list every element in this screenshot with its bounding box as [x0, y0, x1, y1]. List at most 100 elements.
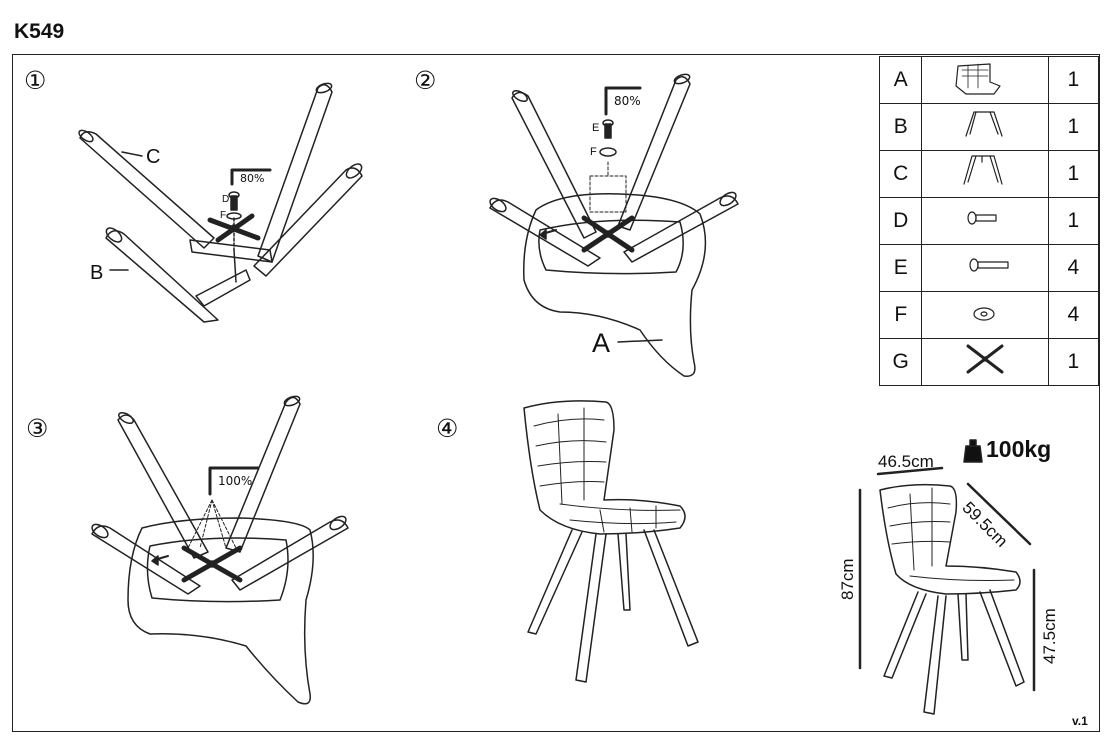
backrest-stitching	[887, 502, 951, 545]
label-e: E	[592, 122, 600, 134]
part-letter: A	[878, 56, 923, 104]
model-title: K549	[14, 20, 65, 43]
label-b: B	[90, 262, 104, 284]
dimension-chair-illustration	[858, 439, 1036, 715]
dimension-height: 87cm	[838, 558, 857, 600]
part-quantity: 1	[1047, 338, 1100, 386]
dimension-seat-height: 47.5cm	[1040, 608, 1059, 664]
short-bolt-icon	[921, 197, 1049, 245]
label-d: D	[222, 194, 230, 205]
chair-leg	[575, 533, 607, 683]
bolt-head	[228, 191, 240, 199]
part-letter: B	[878, 103, 923, 151]
backrest-stitching	[533, 418, 607, 487]
leg-end	[118, 411, 134, 425]
leg-frame-c-icon	[921, 150, 1049, 198]
step-1-number: ①	[24, 66, 47, 95]
step-4-number: ④	[436, 414, 459, 443]
backrest-stitching	[909, 487, 933, 571]
guide-box	[589, 175, 627, 213]
chair-leg	[617, 533, 631, 611]
chair-leg	[527, 529, 583, 635]
part-letter: G	[878, 338, 923, 386]
tighten-guides	[187, 499, 237, 549]
bracket-joint	[233, 249, 237, 283]
leg-end	[512, 89, 528, 103]
label-f-step1: F	[220, 210, 227, 221]
leg-c-right	[257, 84, 333, 263]
arrow-head	[151, 555, 159, 566]
washer-f	[599, 147, 617, 157]
plate-hole	[208, 560, 216, 568]
bracket-b	[195, 269, 251, 307]
part-quantity: 1	[1047, 103, 1100, 151]
allen-key-icon	[208, 466, 260, 496]
chair-shell	[879, 483, 1021, 595]
chair-leg	[979, 589, 1025, 687]
leg-end	[345, 163, 363, 179]
leg-c-left	[79, 131, 215, 249]
leg-end	[78, 129, 94, 143]
label-f-step2: F	[590, 146, 597, 158]
part-letter: F	[878, 291, 923, 339]
arrow-head	[539, 229, 547, 240]
part-quantity: 4	[1047, 291, 1100, 339]
part-quantity: 1	[1047, 56, 1100, 104]
long-bolt-icon	[921, 244, 1049, 292]
leg-b-left	[105, 230, 219, 323]
torque-step2: 80%	[614, 94, 641, 108]
leg-end	[673, 73, 691, 85]
backrest-stitching	[557, 407, 585, 505]
seat-pad	[146, 537, 289, 603]
bracket-c	[189, 239, 273, 263]
leg-end	[91, 523, 109, 539]
version-label: v.1	[1072, 714, 1088, 728]
width-arrow	[876, 466, 944, 476]
weight-handle	[969, 439, 977, 447]
part-letter: C	[878, 150, 923, 198]
chair-leg	[957, 593, 969, 661]
leg-end	[719, 191, 737, 207]
chair-shell	[523, 400, 686, 535]
bolt-e	[604, 123, 612, 139]
leader-a	[617, 339, 663, 343]
seat-stitching	[599, 505, 657, 533]
plate-hole	[604, 230, 612, 238]
bolt-head	[602, 119, 614, 127]
part-letter: E	[878, 244, 923, 292]
part-letter: D	[878, 197, 923, 245]
allen-key-icon	[230, 168, 272, 186]
torque-step1: 80%	[240, 172, 265, 185]
seat-shell-a	[523, 193, 707, 377]
step4-chair-illustration	[523, 400, 699, 683]
dimension-width: 46.5cm	[878, 452, 934, 471]
label-c: C	[146, 146, 161, 168]
leg-end	[283, 395, 301, 407]
washer-icon	[921, 291, 1049, 339]
seat-shell	[127, 517, 314, 705]
cross-plate-icon	[921, 338, 1049, 386]
label-a: A	[592, 328, 611, 358]
step-2-number: ②	[414, 66, 437, 95]
chair-leg	[883, 591, 927, 679]
depth-arrow	[966, 482, 1032, 546]
instruction-frame	[12, 54, 1100, 732]
leg-3b	[225, 396, 301, 553]
leg-3a	[117, 414, 209, 559]
leg-2b	[617, 76, 691, 231]
part-quantity: 4	[1047, 244, 1100, 292]
seat-stitching	[909, 575, 1015, 581]
max-load-label: 100kg	[986, 436, 1052, 462]
leg-end	[105, 227, 123, 243]
leader-c	[121, 151, 143, 157]
step1-illustration	[78, 82, 363, 323]
chair-leg	[643, 529, 699, 647]
torque-step3: 100%	[218, 474, 253, 488]
leg-end	[489, 197, 507, 213]
